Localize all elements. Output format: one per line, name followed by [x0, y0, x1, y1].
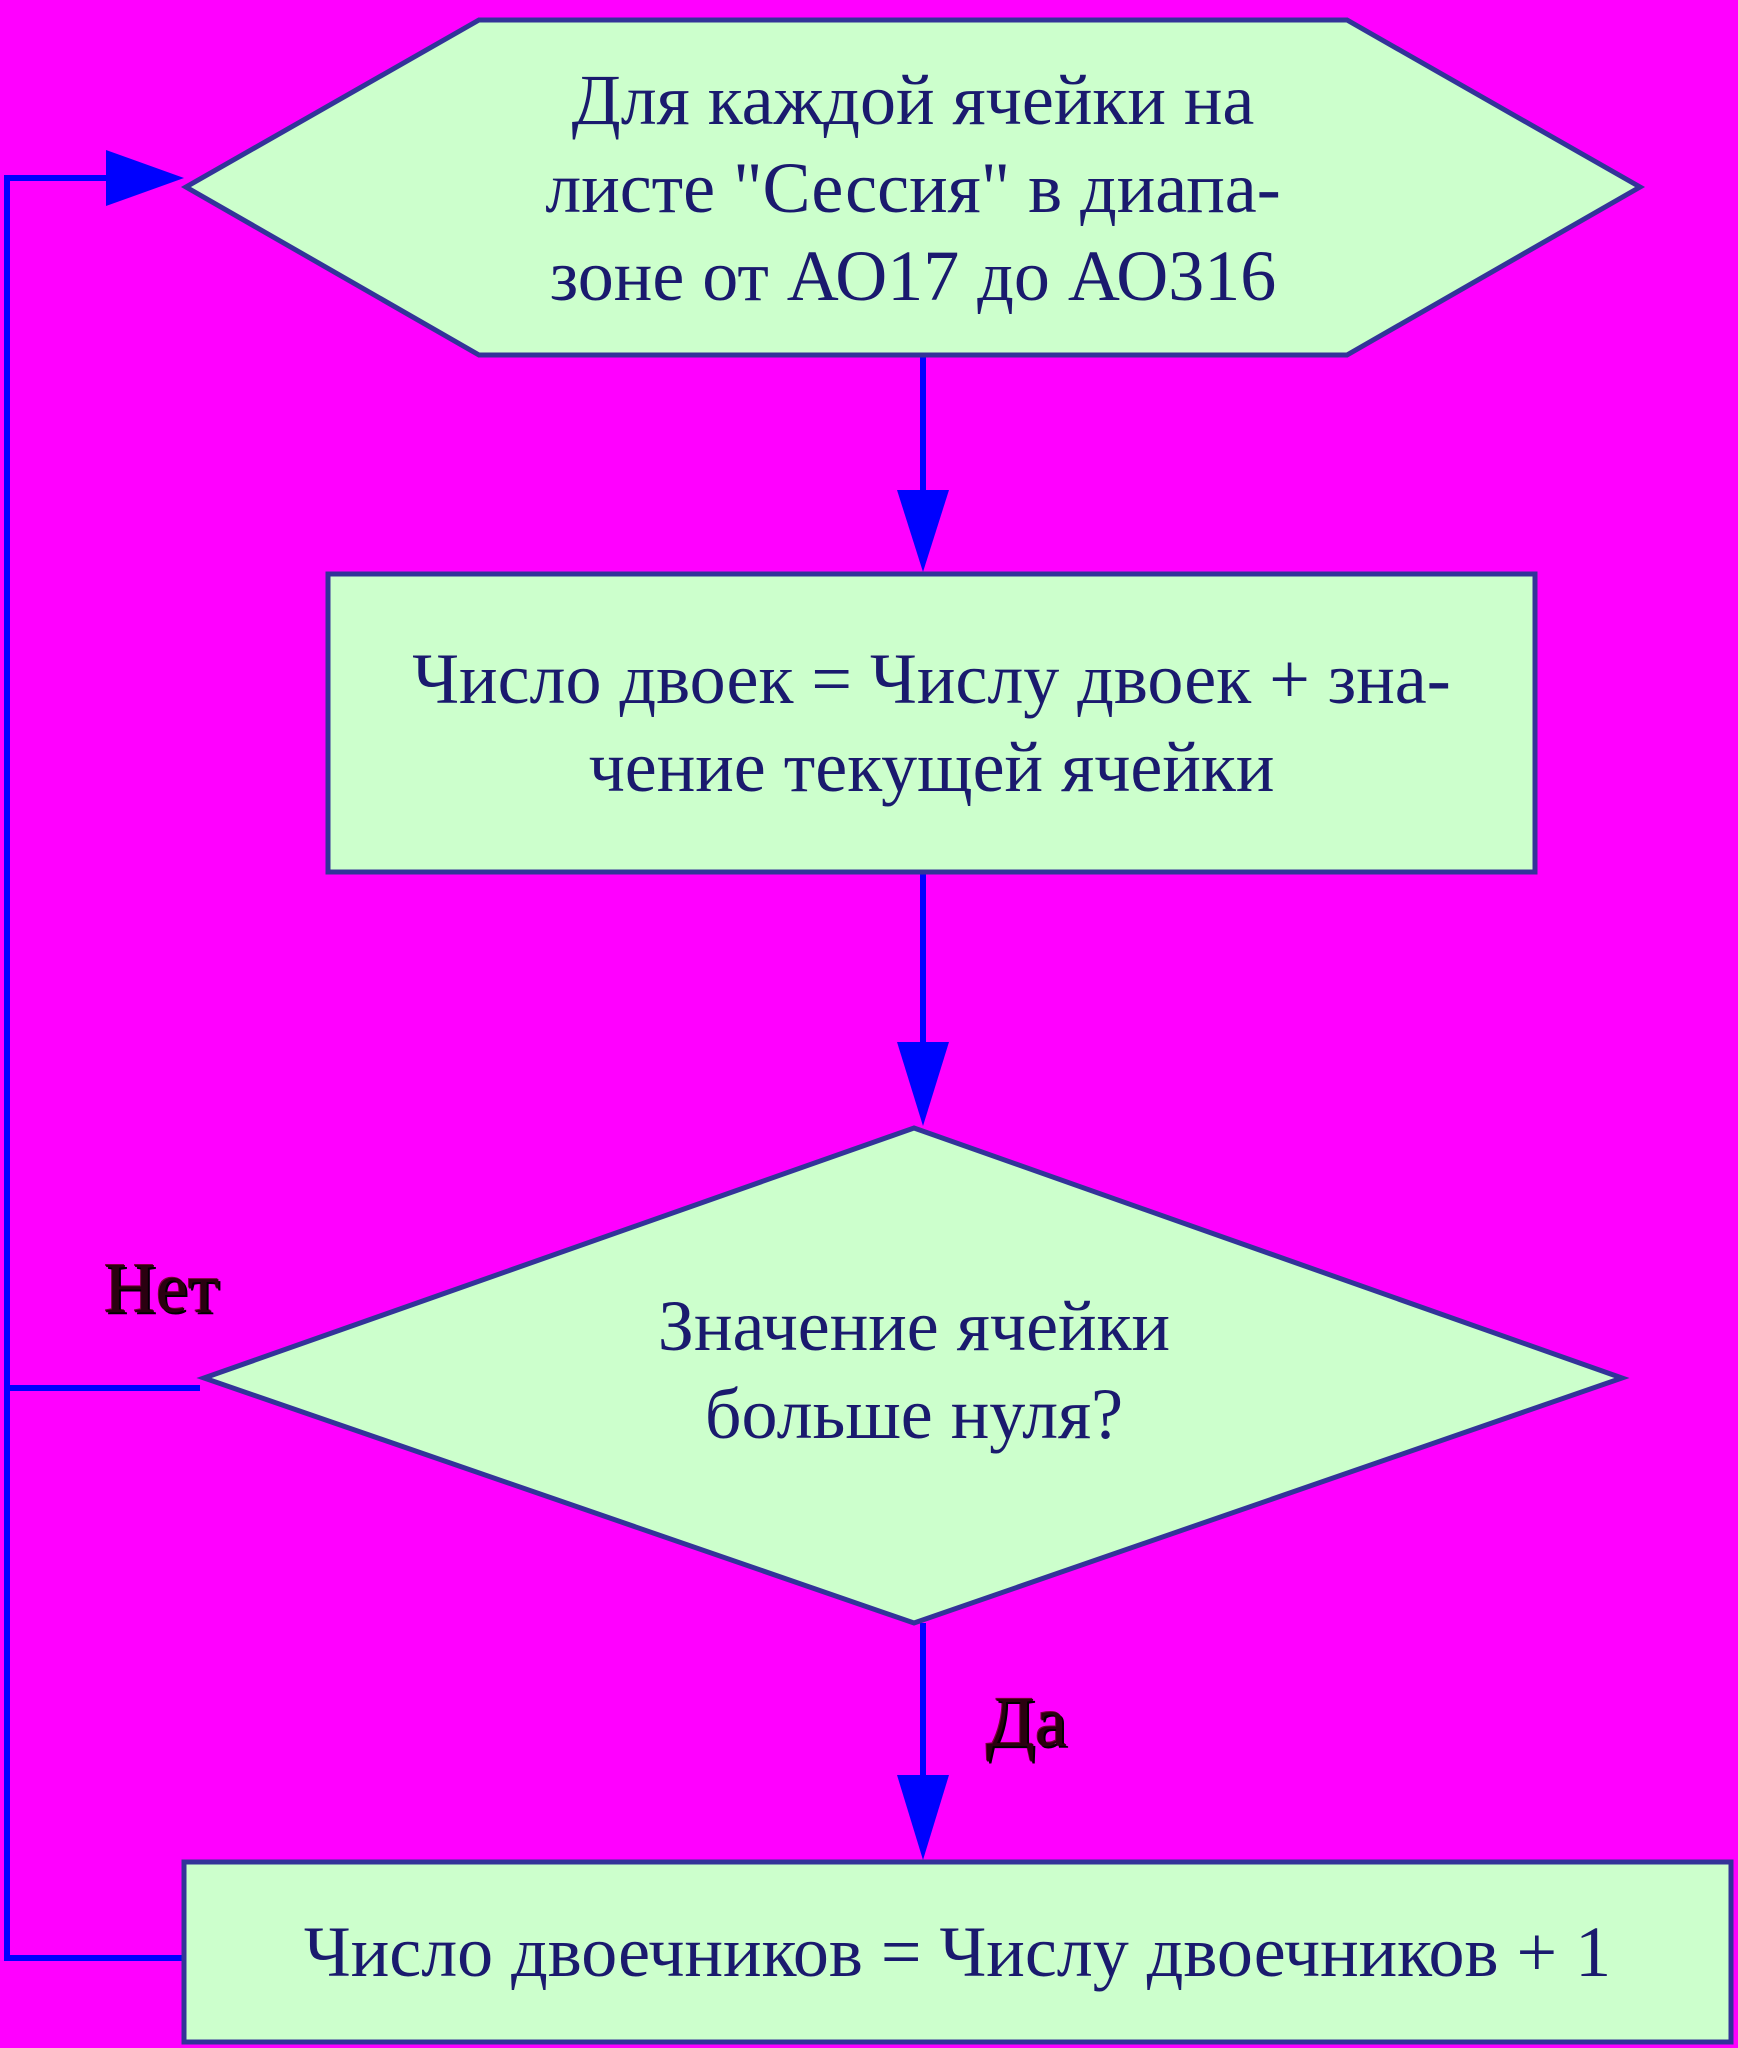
decision-text-line-2: больше нуля? — [704, 1374, 1124, 1454]
arrowhead-decision-to-count — [897, 1775, 949, 1860]
sum-node-text: Число двоек = Числу двоек + зна- чение т… — [340, 590, 1523, 856]
count-node-text: Число двоечников = Числу двоечников + 1 — [196, 1872, 1719, 2032]
sum-text-line-1: Число двоек = Числу двоек + зна- — [412, 639, 1451, 719]
arrowhead-loop-to-sum — [897, 490, 949, 572]
sum-process-shape — [325, 571, 1538, 875]
arrowhead-sum-to-decision — [897, 1042, 949, 1126]
branch-yes-label: Да — [986, 1682, 1068, 1762]
loop-text-line-1: Для каждой ячейки на — [571, 59, 1255, 140]
connector-count-loopback — [4, 175, 184, 1961]
loop-node-text: Для каждой ячейки на листе "Сессия" в ди… — [300, 40, 1526, 335]
decision-diamond-shape — [196, 1125, 1630, 1626]
loop-hexagon-shape — [180, 17, 1646, 358]
decision-node-text: Значение ячейки больше нуля? — [540, 1270, 1288, 1470]
arrowhead-loopback-to-loop — [106, 150, 184, 206]
count-text-line-1: Число двоечников = Числу двоечников + 1 — [303, 1912, 1612, 1992]
decision-text-line-1: Значение ячейки — [657, 1286, 1171, 1366]
sum-text-line-2: чение текущей ячейки — [588, 727, 1275, 807]
connectors — [4, 150, 949, 1961]
loop-text-line-2: листе "Сессия" в диапа- — [545, 147, 1281, 228]
count-process-shape — [181, 1859, 1734, 2045]
loop-text-line-3: зоне от АО17 до АО316 — [549, 235, 1277, 316]
branch-no-label: Нет — [104, 1248, 220, 1328]
